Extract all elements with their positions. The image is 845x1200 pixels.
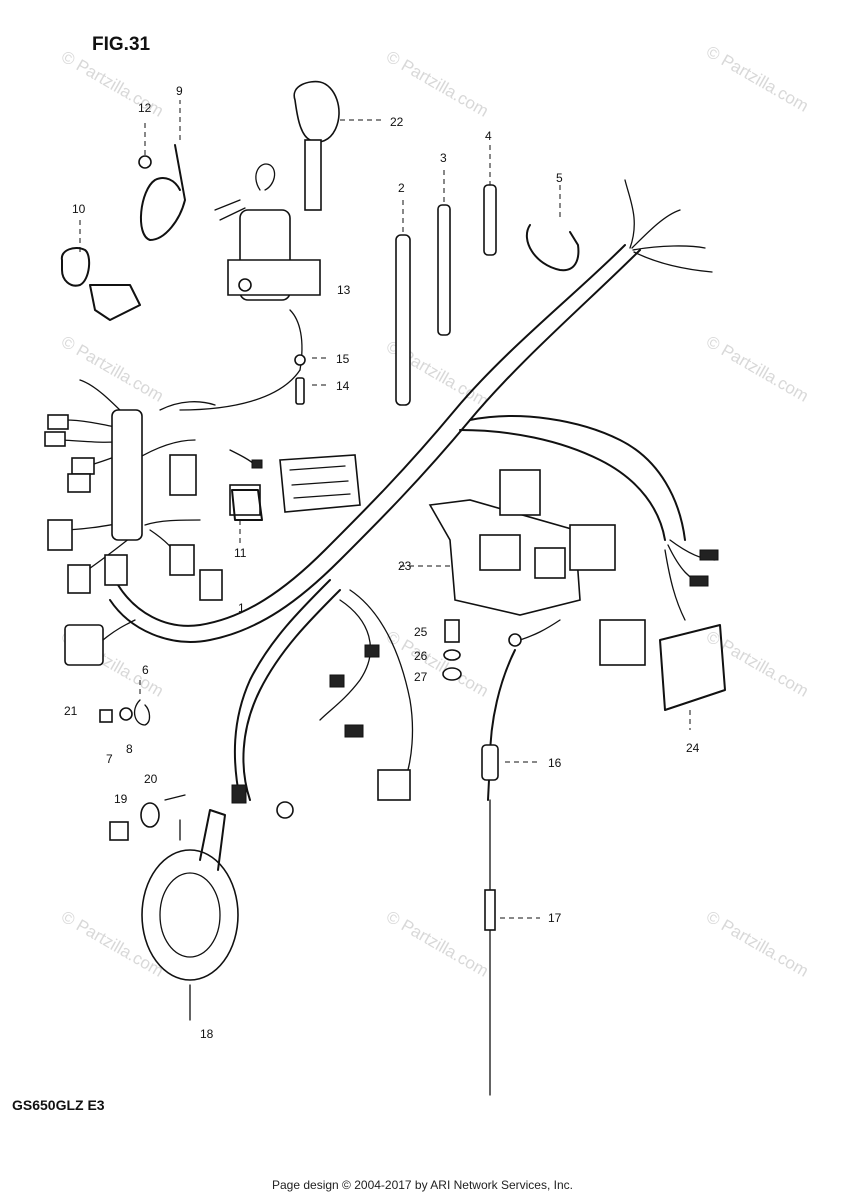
callout-4: 4 bbox=[485, 129, 492, 143]
callout-18: 18 bbox=[200, 1027, 214, 1041]
switch-spring bbox=[484, 799, 540, 1096]
watermark: © Partzilla.com bbox=[383, 907, 492, 981]
figure-title: FIG.31 bbox=[92, 34, 151, 55]
footer-copyright: Page design © 2004-2017 by ARI Network S… bbox=[271, 1178, 573, 1192]
callout-22: 22 bbox=[390, 115, 404, 129]
wire-bands bbox=[395, 145, 497, 406]
ignition-key bbox=[293, 80, 385, 211]
callout-labels: 1 2 3 4 5 6 7 8 9 10 11 12 13 14 15 16 1… bbox=[64, 84, 700, 1041]
callout-20: 20 bbox=[144, 772, 158, 786]
screw-washer-clip bbox=[99, 680, 151, 726]
callout-17: 17 bbox=[548, 911, 562, 925]
watermark: © Partzilla.com bbox=[703, 332, 812, 406]
callout-25: 25 bbox=[414, 625, 428, 639]
model-code: GS650GLZ E3 bbox=[12, 1097, 105, 1113]
left-connector-cluster bbox=[44, 409, 263, 601]
callout-14: 14 bbox=[336, 379, 350, 393]
callout-15: 15 bbox=[336, 352, 350, 366]
harness-clamp bbox=[138, 100, 186, 241]
callout-24: 24 bbox=[686, 741, 700, 755]
callout-11: 11 bbox=[234, 546, 247, 560]
callout-8: 8 bbox=[126, 742, 133, 756]
watermark: © Partzilla.com bbox=[703, 627, 812, 701]
callout-27: 27 bbox=[414, 670, 428, 684]
callout-5: 5 bbox=[556, 171, 563, 185]
ignition-switch bbox=[214, 163, 321, 301]
right-leads bbox=[508, 539, 719, 647]
ignition-lead-terminal bbox=[294, 354, 330, 405]
watermark: © Partzilla.com bbox=[383, 627, 492, 701]
fuse-box bbox=[279, 454, 361, 513]
callout-21: 21 bbox=[64, 704, 78, 718]
callout-2: 2 bbox=[398, 181, 405, 195]
callout-26: 26 bbox=[414, 649, 428, 663]
bolt-washers bbox=[442, 619, 462, 681]
callout-7: 7 bbox=[106, 752, 113, 766]
callout-3: 3 bbox=[440, 151, 447, 165]
horn bbox=[141, 809, 239, 1021]
callout-23: 23 bbox=[398, 559, 412, 573]
callout-9: 9 bbox=[176, 84, 183, 98]
watermark: © Partzilla.com bbox=[703, 907, 812, 981]
bracket-clamp bbox=[60, 220, 141, 321]
watermark: © Partzilla.com bbox=[703, 42, 812, 116]
main-wiring-harness bbox=[54, 179, 713, 801]
clamp bbox=[525, 224, 580, 272]
watermark: © Partzilla.com bbox=[58, 332, 167, 406]
callout-12: 12 bbox=[138, 101, 152, 115]
relay-mounting-plate bbox=[400, 469, 646, 666]
right-bracket bbox=[659, 624, 726, 711]
callout-1: 1 bbox=[238, 601, 245, 615]
callout-16: 16 bbox=[548, 756, 562, 770]
horn-bolt bbox=[109, 794, 186, 841]
left-switch bbox=[64, 619, 136, 666]
callout-6: 6 bbox=[142, 663, 149, 677]
relay-bracket bbox=[231, 489, 263, 545]
callout-13: 13 bbox=[337, 283, 351, 297]
watermark: © Partzilla.com bbox=[383, 47, 492, 121]
callout-19: 19 bbox=[114, 792, 128, 806]
lower-connectors bbox=[231, 644, 411, 819]
switch-cable bbox=[481, 649, 540, 801]
callout-10: 10 bbox=[72, 202, 86, 216]
